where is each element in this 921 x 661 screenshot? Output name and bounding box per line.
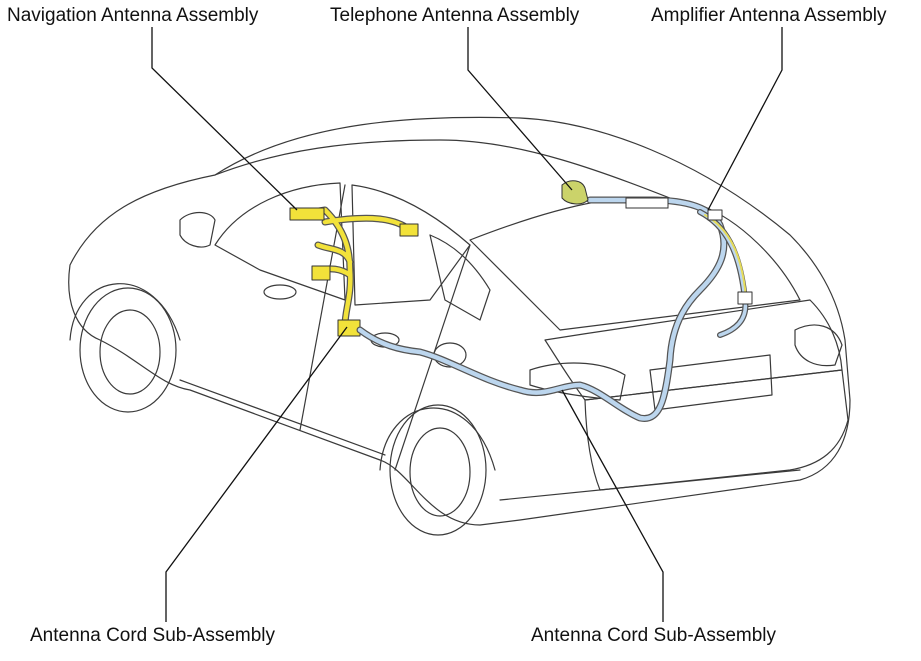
front-door-window (214, 182, 346, 301)
rear-door-window (351, 184, 471, 306)
rocker-panel (179, 379, 386, 456)
navigation-connector-c (337, 319, 361, 337)
roof-line (214, 139, 701, 211)
navigation-connector-a (399, 223, 419, 237)
navigation-connector-b (311, 265, 331, 281)
front-wheel-rim (99, 309, 161, 395)
leader-navigation (151, 27, 298, 211)
rear-wheel-arch (379, 407, 496, 471)
leader-cord-right (561, 389, 664, 622)
amplifier-antenna-label: Amplifier Antenna Assembly (651, 5, 887, 26)
telephone-antenna-label: Telephone Antenna Assembly (330, 5, 580, 26)
rear-bumper (584, 369, 849, 491)
trunk-lid (544, 299, 843, 401)
navigation-harness (292, 207, 413, 328)
front-wheel (79, 287, 177, 413)
antenna-cord-label-left: Antenna Cord Sub-Assembly (30, 625, 276, 646)
navigation-antenna-unit (289, 207, 325, 221)
antenna-cord (357, 197, 727, 421)
lower-body-line (499, 469, 801, 501)
rear-wheel-rim (409, 427, 471, 517)
telephone-antenna-bracket (625, 197, 669, 209)
rear-quarter-window (429, 234, 491, 321)
car-body-outline (68, 116, 851, 526)
telephone-antenna-unit (561, 180, 589, 205)
antenna-cord-label-right: Antenna Cord Sub-Assembly (531, 625, 777, 646)
rear-wheel (389, 404, 487, 536)
right-tail-light (794, 324, 843, 367)
front-door-handle (263, 284, 297, 300)
side-mirror (179, 211, 216, 248)
amplifier-connector (737, 291, 753, 305)
front-wheel-arch (69, 283, 181, 341)
leader-cord-left (165, 326, 348, 622)
navigation-antenna-label: Navigation Antenna Assembly (7, 5, 259, 26)
license-plate-recess (649, 354, 773, 411)
rear-window (469, 196, 801, 331)
amplifier-clip (707, 209, 723, 221)
leader-telephone (467, 27, 573, 191)
leader-amplifier (707, 27, 783, 211)
